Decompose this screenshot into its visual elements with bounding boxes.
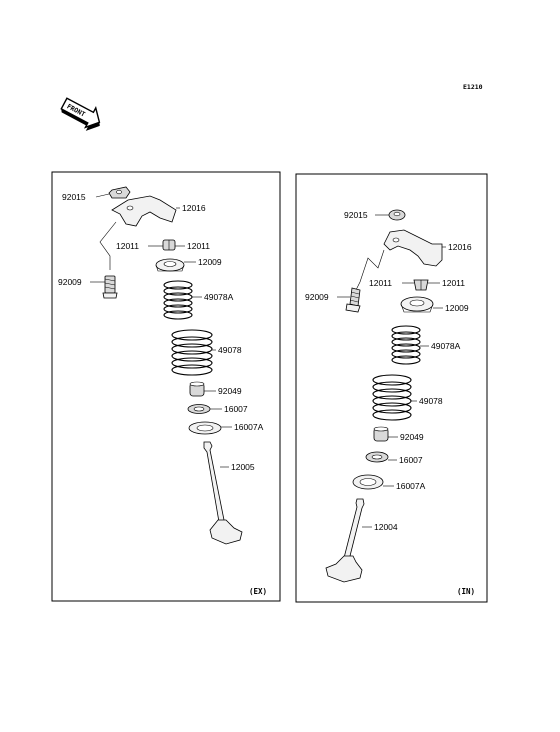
intake-panel: 92015 12016 12011 12011 92009	[295, 173, 488, 603]
intake-retainer-nut	[388, 209, 406, 221]
exhaust-rocker-bridge	[111, 195, 177, 227]
intake-cotter	[413, 279, 429, 291]
intake-assembly-line	[355, 249, 385, 291]
exhaust-cotter	[162, 239, 176, 251]
exhaust-assembly-line	[99, 221, 117, 270]
intake-label-valve: 12004	[374, 522, 398, 532]
intake-bolt	[345, 287, 361, 313]
intake-outer-spring	[372, 374, 412, 421]
exhaust-lower-washer	[188, 421, 222, 435]
intake-label-upper-retainer: 12009	[445, 303, 469, 313]
intake-label-cotter-right: 12011	[442, 278, 465, 288]
exhaust-label-valve: 12005	[231, 462, 255, 472]
exhaust-stem-seal	[189, 381, 205, 397]
exhaust-label-cotter-right: 12011	[187, 241, 210, 251]
front-arrow-icon: FRONT	[60, 97, 101, 131]
intake-label-lower-washer: 16007A	[396, 481, 426, 491]
exhaust-label-cotter-left: 12011	[116, 241, 139, 251]
exhaust-inner-spring	[163, 280, 193, 320]
exhaust-label-stem-seal: 92049	[218, 386, 242, 396]
exhaust-label-seat-washer: 16007	[224, 404, 248, 414]
intake-valve	[325, 498, 365, 583]
intake-label-cotter-left: 12011	[369, 278, 392, 288]
intake-upper-retainer	[400, 296, 434, 313]
intake-panel-frame	[295, 173, 488, 603]
intake-label-bolt: 92009	[305, 292, 329, 302]
intake-label-inner-spring: 49078A	[431, 341, 461, 351]
exhaust-valve	[203, 441, 243, 545]
exhaust-panel: 92015 12016 12011 12011 92009	[51, 171, 281, 602]
exhaust-upper-retainer	[155, 258, 185, 272]
intake-lower-washer	[352, 474, 384, 490]
exhaust-retainer-nut	[108, 186, 131, 199]
exhaust-outer-spring	[171, 329, 213, 376]
intake-label-outer-spring: 49078	[419, 396, 443, 406]
intake-stem-seal	[373, 426, 389, 442]
exhaust-bolt	[102, 275, 118, 299]
intake-label-rocker-bridge: 12016	[448, 242, 472, 252]
intake-inner-spring	[391, 325, 421, 365]
intake-label-seat-washer: 16007	[399, 455, 423, 465]
intake-seat-washer	[365, 451, 389, 463]
exhaust-label-inner-spring: 49078A	[204, 292, 234, 302]
exhaust-label-bolt: 92009	[58, 277, 82, 287]
exhaust-label-rocker-bridge: 12016	[182, 203, 206, 213]
exhaust-label-lower-washer: 16007A	[234, 422, 264, 432]
exhaust-panel-frame	[51, 171, 281, 602]
intake-label-stem-seal: 92049	[400, 432, 424, 442]
exhaust-panel-tag: (EX)	[249, 587, 267, 596]
intake-rocker-bridge	[383, 229, 443, 267]
diagram-code: E1210	[463, 83, 483, 91]
exhaust-label-upper-retainer: 12009	[198, 257, 222, 267]
intake-panel-tag: (IN)	[457, 587, 475, 596]
exhaust-label-outer-spring: 49078	[218, 345, 242, 355]
exhaust-seat-washer	[187, 404, 211, 414]
exhaust-label-retainer-nut: 92015	[62, 192, 86, 202]
intake-label-retainer-nut: 92015	[344, 210, 368, 220]
